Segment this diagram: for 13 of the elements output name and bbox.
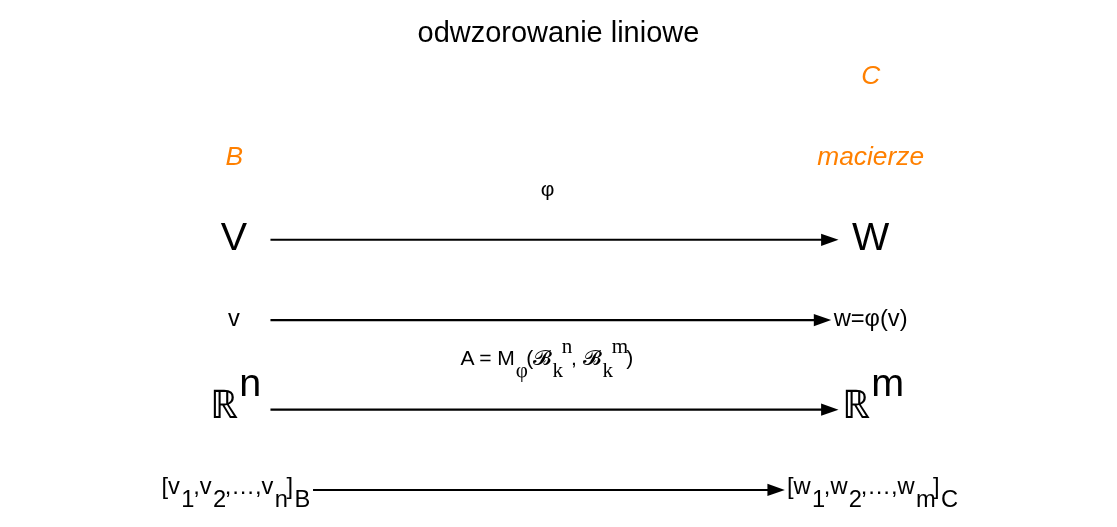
node-text: v — [228, 304, 240, 331]
diagram-title: odwzorowanie liniowe — [417, 15, 700, 48]
label: C — [861, 60, 881, 91]
node-text: W — [852, 213, 890, 258]
arrow — [313, 483, 785, 497]
arrow — [270, 233, 839, 246]
arrow — [270, 403, 839, 416]
edge-label: φ — [540, 177, 555, 201]
arrow — [270, 314, 832, 327]
node-text: w=φ(v) — [833, 304, 908, 331]
label: B — [225, 140, 243, 171]
node-text: V — [220, 213, 248, 258]
label: macierze — [817, 140, 925, 171]
